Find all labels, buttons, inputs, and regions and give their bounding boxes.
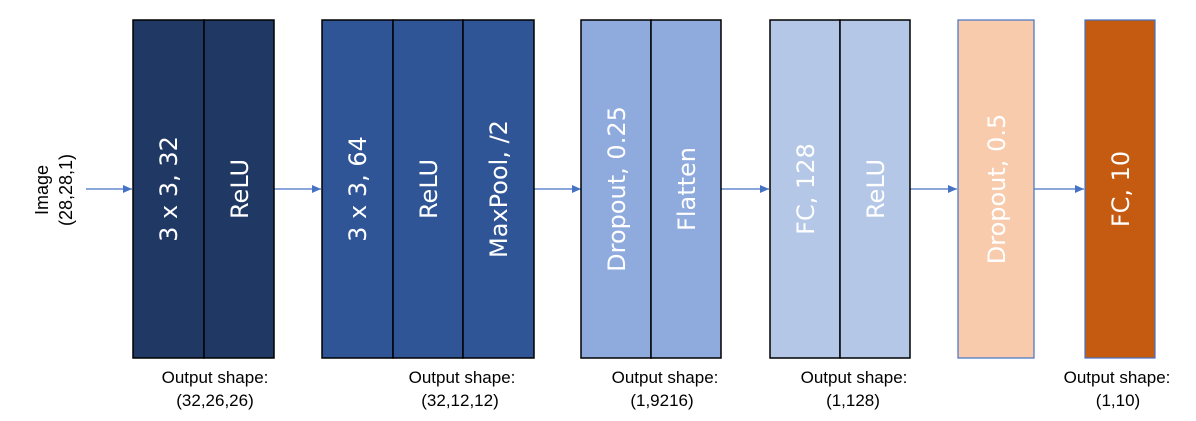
layer-relu1 [203, 19, 275, 359]
block2-output-label: Output shape: [409, 368, 516, 387]
block1-output-label: Output shape: [162, 368, 269, 387]
block3-output-shape: (1,9216) [630, 391, 693, 410]
layer-fc10-label: FC, 10 [1107, 151, 1135, 227]
layer-maxpool-label: MaxPool, /2 [485, 120, 513, 258]
layer-dropout2-label: Dropout, 0.5 [983, 114, 1011, 264]
block3-output-label: Output shape: [612, 368, 719, 387]
block-dropout2: Dropout, 0.5 [957, 19, 1035, 359]
input-label-line2: (28,28,1) [56, 154, 76, 226]
layer-relu1-label: ReLU [226, 159, 254, 219]
layer-maxpool [462, 19, 535, 359]
layer-conv1-label: 3 x 3, 32 [155, 136, 183, 242]
block4-output-shape: (1,128) [826, 391, 880, 410]
layer-flatten-label: Flatten [673, 147, 701, 231]
layer-fc10 [1084, 19, 1156, 359]
layer-dropout2 [957, 19, 1035, 359]
layer-flatten [650, 19, 722, 359]
layer-conv1 [132, 19, 205, 359]
block6-output-shape: (1,10) [1096, 391, 1140, 410]
input-label-line1: Image [32, 165, 52, 215]
layer-relu3 [839, 19, 911, 359]
layer-dropout1-label: Dropout, 0.25 [603, 106, 631, 272]
layer-relu3-label: ReLU [862, 159, 890, 219]
block-dropout-flatten: Dropout, 0.25 Flatten Output shape: (1,9… [580, 19, 722, 410]
layer-dropout1 [580, 19, 652, 359]
layer-fc128-label: FC, 128 [792, 143, 820, 235]
layer-conv2-label: 3 x 3, 64 [344, 136, 372, 242]
block-conv1: 3 x 3, 32 ReLU Output shape: (32,26,26) [132, 19, 275, 410]
input-label: Image (28,28,1) [32, 154, 76, 226]
layer-relu2-label: ReLU [415, 159, 443, 219]
layer-relu2 [392, 19, 464, 359]
block1-output-shape: (32,26,26) [176, 391, 254, 410]
block4-output-label: Output shape: [801, 368, 908, 387]
block-fc128: FC, 128 ReLU Output shape: (1,128) [769, 19, 911, 410]
layer-fc128 [769, 19, 841, 359]
block2-output-shape: (32,12,12) [421, 391, 499, 410]
block6-output-label: Output shape: [1064, 368, 1171, 387]
block-fc10: FC, 10 Output shape: (1,10) [1064, 19, 1171, 410]
block-conv2: 3 x 3, 64 ReLU MaxPool, /2 Output shape:… [321, 19, 535, 410]
